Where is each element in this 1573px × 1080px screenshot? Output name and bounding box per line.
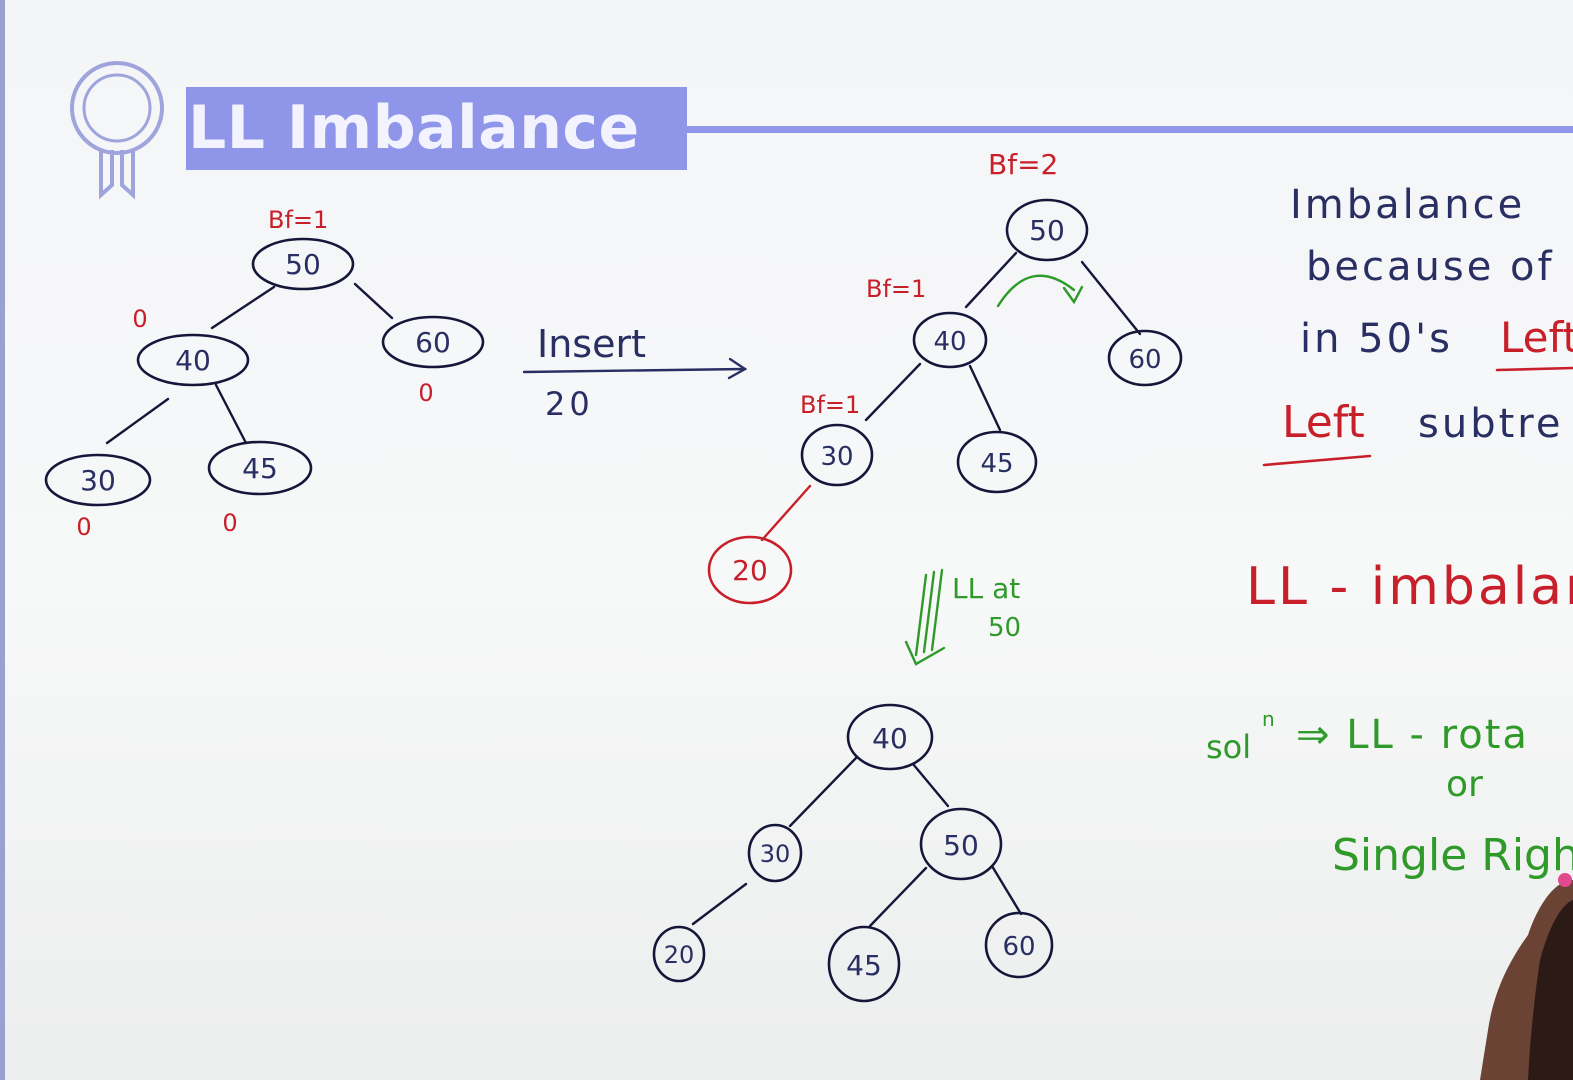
solution-text: ⇒ LL - rota [1296, 712, 1529, 758]
node-label: 45 [242, 452, 278, 485]
node-label: 20 [664, 941, 695, 969]
solution-label: sol [1206, 728, 1251, 766]
tree-after-insert: Bf=2 Bf=1 Bf=1 50 40 60 30 45 20 [707, 148, 1183, 605]
tree-node-new [707, 535, 793, 605]
rotation-label: LL at [952, 572, 1020, 605]
bf-root-before: Bf=1 [268, 206, 328, 234]
node-label: 20 [732, 554, 768, 587]
edge [964, 251, 1018, 309]
node-label: 50 [285, 248, 321, 281]
edge [864, 362, 922, 422]
bf-label: Bf=1 [800, 391, 860, 419]
ll-imbalance-label: LL - imbalan [1246, 557, 1573, 617]
edge [868, 866, 928, 928]
underline [1495, 366, 1573, 372]
note-emphasis: Left [1282, 397, 1365, 448]
underline [1262, 454, 1372, 467]
rotation-curve-arrow [996, 274, 1076, 308]
or-label: or [1446, 764, 1483, 805]
node-label: 40 [933, 327, 966, 357]
insert-arrow [522, 367, 747, 374]
tree-node [136, 333, 250, 387]
node-label: 30 [760, 840, 791, 868]
tree-node [44, 453, 152, 507]
insert-label: Insert [537, 322, 646, 366]
tree-node [1107, 329, 1183, 387]
notes: Imbalance because of in 50's Left Left s… [1206, 182, 1573, 881]
down-arrow-icon [914, 568, 944, 657]
node-label: 45 [980, 449, 1013, 479]
edge [968, 364, 1002, 432]
tree-node [652, 925, 706, 983]
tree-node [984, 911, 1054, 979]
bf-label: Bf=2 [988, 148, 1058, 181]
edge [105, 397, 170, 445]
bf-label: 0 [418, 379, 433, 407]
node-label: 40 [175, 344, 211, 377]
node-label: 60 [1002, 932, 1035, 962]
tree-rotated: 40 30 50 20 45 60 [652, 703, 1054, 1003]
board-left-edge [0, 0, 5, 1080]
tree-node [919, 807, 1003, 881]
edge [788, 756, 858, 828]
tree-node [912, 311, 988, 369]
tree-node [207, 440, 313, 496]
rotation-step: LL at 50 [904, 568, 1021, 666]
tree-node [956, 430, 1038, 494]
rotation-node: 50 [988, 613, 1021, 643]
edge [990, 864, 1023, 916]
tree-node [827, 925, 901, 1003]
node-label: 60 [1128, 345, 1161, 375]
presenter-hand [1480, 873, 1573, 1080]
node-label: 50 [1029, 214, 1065, 247]
tree-node [381, 315, 485, 369]
bf-label: 0 [222, 509, 237, 537]
node-label: 40 [872, 722, 908, 755]
node-label: 60 [415, 326, 451, 359]
edge [911, 762, 950, 808]
tree-before: Bf=1 50 40 60 30 45 0 0 0 0 [44, 206, 485, 541]
single-rotation-label: Single Righ [1332, 830, 1573, 881]
bf-label: 0 [132, 305, 147, 333]
note-emphasis: Left [1500, 313, 1573, 362]
bf-label: 0 [76, 513, 91, 541]
note-line: subtre [1418, 401, 1563, 447]
arrow-head-icon [1062, 285, 1084, 305]
note-line: in 50's [1300, 316, 1453, 362]
edge-new [760, 484, 812, 542]
node-label: 30 [80, 464, 116, 497]
note-line: because of [1306, 244, 1555, 290]
award-ribbon-icon [70, 61, 164, 200]
arrow-head-icon [904, 640, 946, 666]
tree-node [747, 823, 803, 883]
node-label: 45 [846, 949, 882, 982]
note-line: Imbalance [1290, 182, 1525, 228]
edge [691, 882, 748, 926]
node-label: 50 [943, 829, 979, 862]
edge [1080, 260, 1142, 336]
arrow-head-icon [727, 357, 748, 380]
solution-superscript: n [1262, 707, 1275, 731]
title-rule [687, 126, 1573, 133]
edge [353, 282, 394, 320]
edge [214, 383, 248, 445]
edge [210, 285, 276, 330]
tree-node [800, 423, 874, 487]
tree-node [1005, 198, 1089, 262]
tree-node [251, 237, 355, 291]
page-title: LL Imbalance [186, 87, 687, 170]
bf-label: Bf=1 [866, 275, 926, 303]
insert-step: Insert 20 [522, 322, 748, 423]
insert-value: 20 [545, 385, 594, 423]
node-label: 30 [820, 442, 853, 472]
tree-node [846, 703, 934, 771]
